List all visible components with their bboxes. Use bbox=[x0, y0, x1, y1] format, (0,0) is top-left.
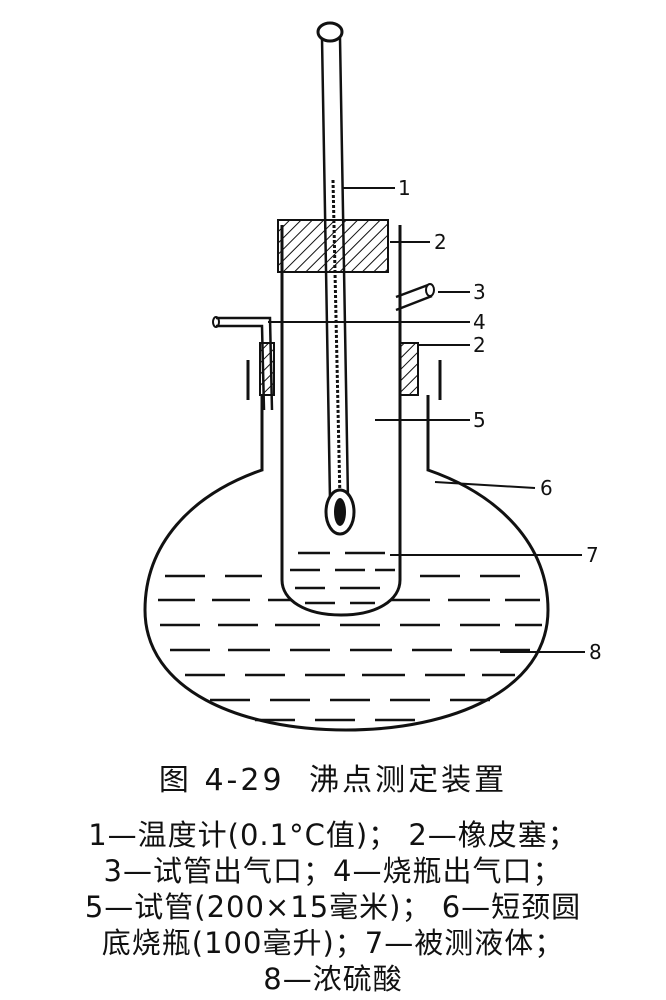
figure-caption: 图 4-29 沸点测定装置 bbox=[0, 755, 666, 799]
apparatus-diagram: 1 2 3 4 2 5 6 7 8 bbox=[143, 21, 602, 732]
figure-number: 图 4-29 bbox=[158, 763, 285, 798]
label-2-upper: 2 bbox=[434, 230, 447, 254]
sample-liquid-lines bbox=[290, 551, 395, 605]
label-6: 6 bbox=[540, 476, 553, 500]
legend-line-2: 3—试管出气口；4—烧瓶出气口； bbox=[103, 854, 563, 888]
label-8: 8 bbox=[589, 640, 602, 664]
label-2-lower: 2 bbox=[473, 333, 486, 357]
label-1: 1 bbox=[398, 176, 411, 200]
label-5: 5 bbox=[473, 408, 486, 432]
label-4: 4 bbox=[473, 310, 486, 334]
figure-title: 沸点测定装置 bbox=[309, 763, 508, 798]
thermometer bbox=[316, 21, 356, 536]
leader-lines bbox=[268, 187, 585, 653]
legend-line-5: 8—浓硫酸 bbox=[263, 962, 403, 996]
legend-line-1: 1—温度计(0.1°C值)； 2—橡皮塞； bbox=[88, 818, 578, 852]
flask-outlet bbox=[216, 316, 274, 411]
label-3: 3 bbox=[473, 280, 486, 304]
legend-line-4: 底烧瓶(100毫升)；7—被测液体； bbox=[101, 926, 565, 960]
legend-line-3: 5—试管(200×15毫米)； 6—短颈圆 bbox=[84, 890, 582, 924]
test-tube-outlet bbox=[395, 283, 433, 312]
flask bbox=[143, 395, 550, 732]
label-7: 7 bbox=[586, 543, 599, 567]
